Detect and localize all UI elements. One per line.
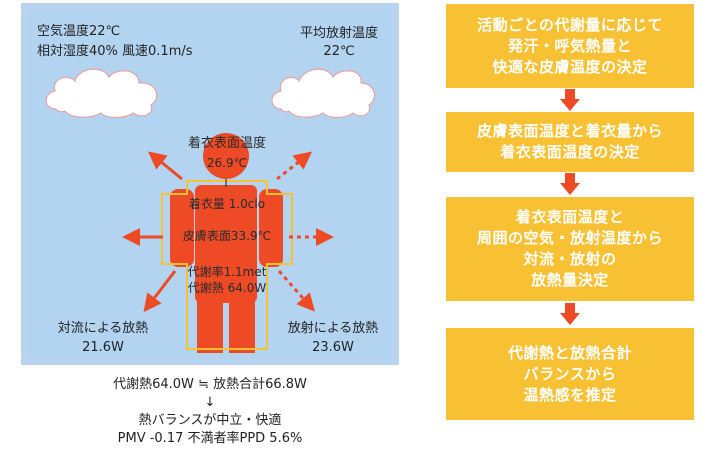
flow-step-3: 着衣表面温度と 周囲の空気・放射温度から 対流・放射の 放熱量決定 <box>446 197 694 301</box>
flow-step-4: 代謝熱と放熱合計 バランスから 温熱感を推定 <box>446 328 694 420</box>
clothing-surface-temp-value: 26.9℃ <box>206 156 248 170</box>
pmv-ppd: PMV -0.17 不満者率PPD 5.6% <box>117 431 303 446</box>
down-arrow-icon <box>560 89 580 111</box>
clothing-insulation: 着衣量 1.0clo <box>188 197 266 211</box>
air-temperature: 空気温度22℃ <box>37 24 121 39</box>
figure-head <box>203 133 249 179</box>
figure-left-arm <box>170 189 194 267</box>
down-arrow-icon <box>560 303 580 325</box>
metabolic-rate: 代謝率1.1met <box>187 265 267 279</box>
summary-arrow: ↓ <box>204 395 216 410</box>
convection-label: 対流による放熱 <box>57 321 149 336</box>
clothing-surface-temp-label: 着衣表面温度 <box>187 136 266 151</box>
cloud-left-icon <box>45 68 158 119</box>
humidity-wind: 相対湿度40% 風速0.1m/s <box>37 44 193 59</box>
flow-step-2: 皮膚表面温度と着衣量から 着衣表面温度の決定 <box>446 112 694 172</box>
convection-arrows <box>122 151 183 313</box>
balance-equation: 代謝熱64.0W ≒ 放熱合計66.8W <box>113 377 307 392</box>
figure-right-arm <box>259 189 283 267</box>
flow-step-1: 活動ごとの代謝量に応じて 発汗・呼気熱量と 快適な皮膚温度の決定 <box>446 4 694 88</box>
down-arrow-icon <box>560 173 580 195</box>
mrt-value: 22℃ <box>323 44 355 59</box>
mrt-label: 平均放射温度 <box>299 26 378 41</box>
figure-torso <box>195 185 257 303</box>
clothing-outline <box>161 180 293 350</box>
figure-right-leg <box>229 295 255 353</box>
environment-panel: 空気温度22℃ 相対湿度40% 風速0.1m/s 平均放射温度 22℃ <box>21 3 399 365</box>
skin-surface-temp: 皮膚表面33.9℃ <box>182 229 272 243</box>
radiation-arrows <box>276 151 334 312</box>
convection-value: 21.6W <box>82 340 124 355</box>
radiation-value: 23.6W <box>312 340 354 355</box>
cloud-right-icon <box>271 68 376 119</box>
metabolic-heat: 代謝熱 64.0W <box>187 281 267 295</box>
radiation-label: 放射による放熱 <box>287 321 379 336</box>
human-figure <box>122 133 334 353</box>
figure-left-leg <box>197 295 223 353</box>
balance-result: 熱バランスが中立・快適 <box>138 413 282 428</box>
heat-balance-summary: 代謝熱64.0W ≒ 放熱合計66.8W ↓ 熱バランスが中立・快適 PMV -… <box>0 376 420 448</box>
